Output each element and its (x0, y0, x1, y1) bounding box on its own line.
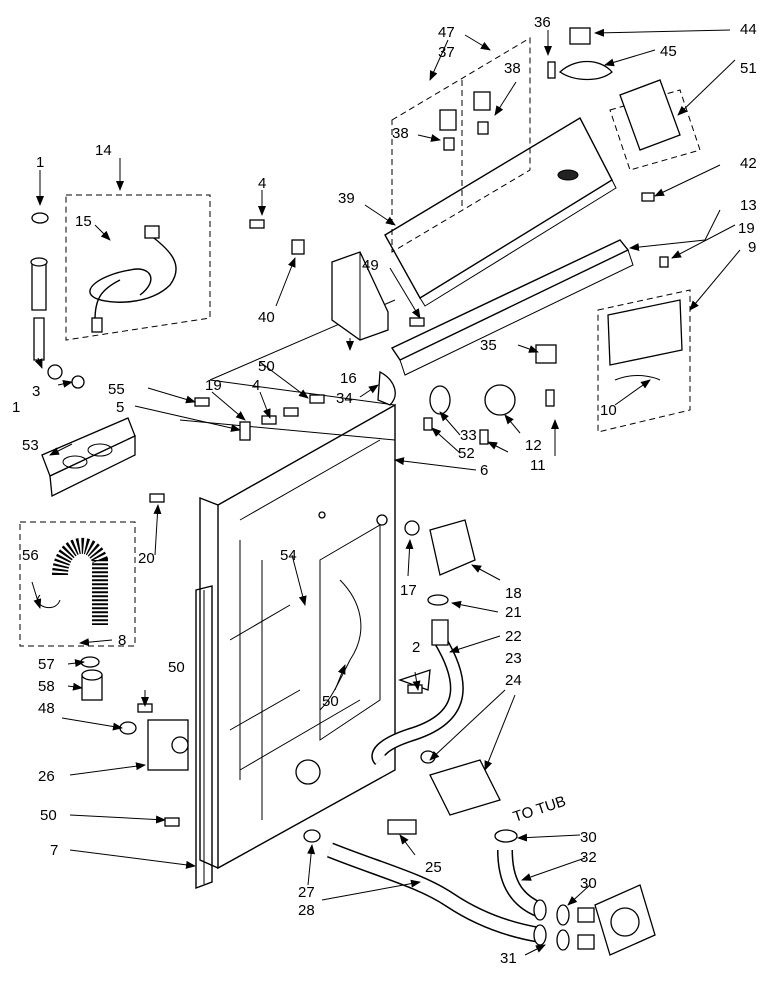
label-52: 52 (458, 445, 475, 462)
label-23: 23 (505, 650, 522, 667)
hose-28 (327, 842, 542, 943)
label-38: 38 (392, 125, 409, 142)
label-12: 12 (525, 437, 542, 454)
label-4-top: 4 (258, 175, 266, 192)
label-17: 17 (400, 582, 417, 599)
label-5: 5 (116, 399, 124, 416)
label-14: 14 (95, 142, 112, 159)
label-28: 28 (298, 902, 315, 919)
label-34: 34 (336, 390, 353, 407)
label-42: 42 (740, 155, 757, 172)
label-51: 51 (740, 60, 757, 77)
bracket-53 (41, 417, 136, 497)
console-panel-39 (384, 117, 617, 307)
label-20: 20 (138, 550, 155, 567)
label-24: 24 (505, 672, 522, 689)
label-56: 56 (22, 547, 39, 564)
group-box-14 (65, 194, 211, 341)
label-45: 45 (660, 43, 677, 60)
callout-labels: 1 1 2 3 4 4 5 6 7 8 9 10 11 12 13 14 15 … (12, 14, 757, 967)
label-55: 55 (108, 381, 125, 398)
label-2: 2 (412, 639, 420, 656)
label-15: 15 (75, 213, 92, 230)
power-cord-15 (89, 225, 177, 333)
label-49: 49 (362, 257, 379, 274)
label-10: 10 (600, 402, 617, 419)
hose-32 (497, 849, 544, 918)
group-box-8 (19, 521, 136, 647)
label-44: 44 (740, 21, 757, 38)
label-22: 22 (505, 628, 522, 645)
label-1-top: 1 (36, 154, 44, 171)
label-4: 4 (252, 377, 260, 394)
label-50-left: 50 (40, 807, 57, 824)
label-36: 36 (534, 14, 551, 31)
left-channel-7 (195, 585, 213, 890)
label-30: 30 (580, 875, 597, 892)
label-50-mid: 50 (168, 659, 185, 676)
label-53: 53 (22, 437, 39, 454)
bracket-16 (331, 251, 389, 341)
hose-22 (371, 636, 464, 765)
console-bracket-13 (390, 239, 634, 376)
label-16: 16 (340, 370, 357, 387)
label-58: 58 (38, 678, 55, 695)
to-tub-note: TO TUB (511, 793, 568, 826)
label-30-top: 30 (580, 829, 597, 846)
label-19: 19 (205, 377, 222, 394)
label-37: 37 (438, 44, 455, 61)
pump-assembly (577, 884, 656, 956)
label-1: 1 (12, 399, 20, 416)
label-8: 8 (118, 632, 126, 649)
label-11: 11 (530, 457, 546, 474)
label-18: 18 (505, 585, 522, 602)
label-50-center: 50 (322, 693, 339, 710)
label-40: 40 (258, 309, 275, 326)
label-25: 25 (425, 859, 442, 876)
label-47: 47 (438, 24, 455, 41)
rear-panel (199, 403, 396, 870)
group-box-47 (391, 37, 531, 253)
label-48: 48 (38, 700, 55, 717)
label-21: 21 (505, 604, 522, 621)
label-19-right: 19 (738, 220, 755, 237)
label-38-right: 38 (504, 60, 521, 77)
label-39: 39 (338, 190, 355, 207)
label-33: 33 (460, 427, 477, 444)
label-57: 57 (38, 656, 55, 673)
label-7: 7 (50, 842, 58, 859)
label-32: 32 (580, 849, 597, 866)
label-27: 27 (298, 884, 315, 901)
small-parts (30, 27, 683, 951)
label-9: 9 (748, 239, 756, 256)
leader-lines (31, 28, 741, 956)
label-50-top: 50 (258, 358, 275, 375)
label-6: 6 (480, 462, 488, 479)
group-box-9 (597, 289, 691, 433)
label-54: 54 (280, 547, 297, 564)
label-3: 3 (32, 383, 40, 400)
label-31: 31 (500, 950, 517, 967)
label-26: 26 (38, 768, 55, 785)
label-35: 35 (480, 337, 497, 354)
label-13: 13 (740, 197, 757, 214)
drain-hose-8 (37, 537, 108, 625)
